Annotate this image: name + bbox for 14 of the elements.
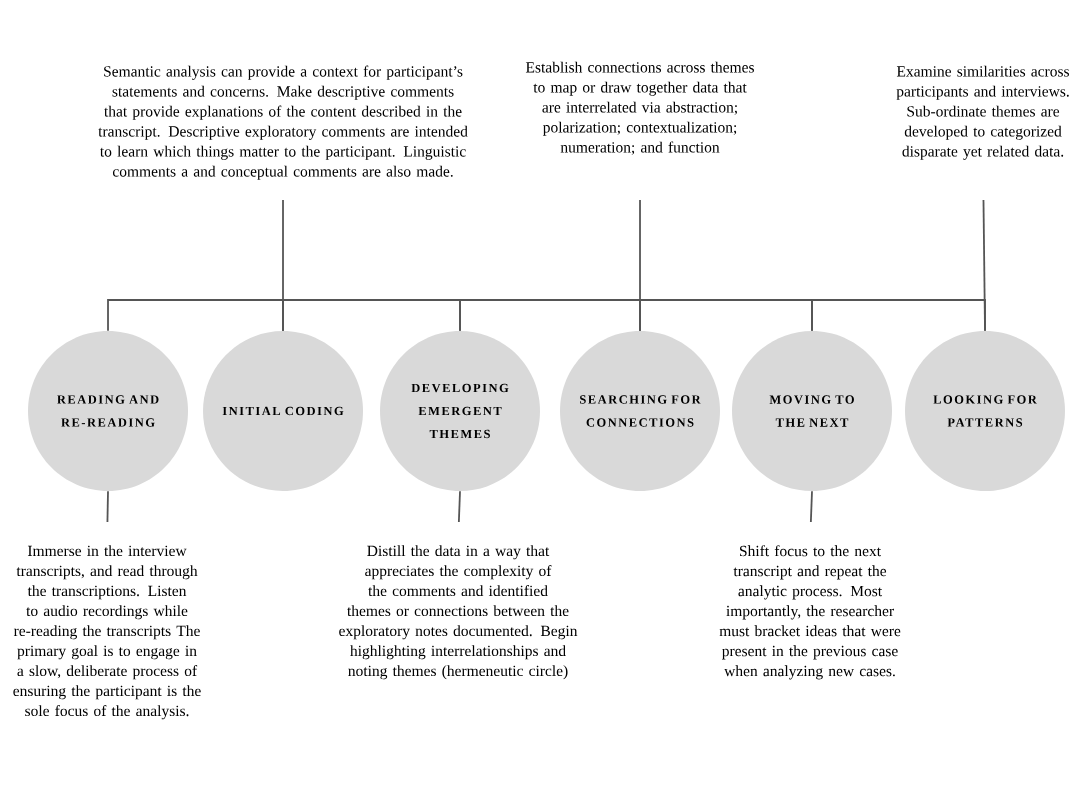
description-text: Immerse in the interview transcripts, and read through the transcriptions. Listen to audio recordings while re-reading the transcripts The primary goal is to engage in a slow, deliberate process of ensuring the participant is the sole focus of the analysis. <box>13 545 201 720</box>
description-text: Semantic analysis can provide a context for participant’s statements and concerns. Make descriptive comments that provide explanations of the content described in the transcript. Descriptive exploratory comments are intended to learn which things matter to the participant. Linguistic comments a and conceptual comments are also made. <box>98 65 468 180</box>
connector-line <box>107 299 284 332</box>
connector-line <box>459 299 641 332</box>
description-text: Distill the data in a way that appreciates the complexity of the comments and identified themes or connections between the exploratory notes documented. Begin highlighting interrelationships and noting themes (hermeneutic circle) <box>339 545 578 680</box>
connector-line <box>809 490 813 523</box>
connector-line <box>282 299 461 332</box>
connector-line <box>811 299 986 332</box>
connector-line <box>639 299 813 332</box>
description-text: Examine similarities across participants and interviews. Sub-ordinate themes are developed to categorized disparate yet related data. <box>896 65 1069 160</box>
description-text: Shift focus to the next transcript and repeat the analytic process. Most importantly, the researcher must bracket ideas that were present in the previous case when analyzing new cases. <box>719 545 901 680</box>
description-text: Establish connections across themes to map or draw together data that are interrelated via abstraction; polarization; contextualization; numeration; and function <box>525 61 754 155</box>
connector-line <box>106 490 109 523</box>
connector-line <box>457 490 461 523</box>
